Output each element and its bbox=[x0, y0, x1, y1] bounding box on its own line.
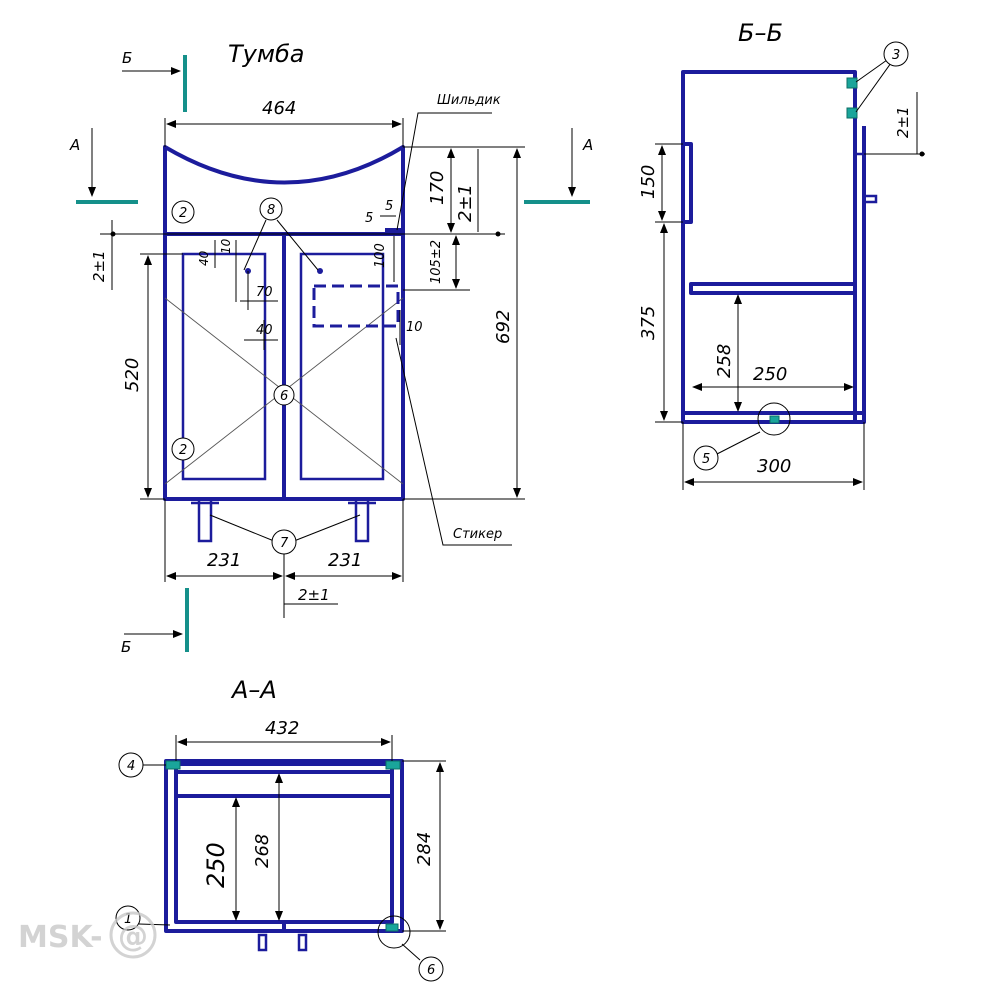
cut-plane-a-right: А bbox=[524, 128, 593, 204]
leg-right bbox=[354, 497, 370, 543]
nameplate bbox=[385, 228, 401, 236]
svg-text:1: 1 bbox=[124, 912, 132, 927]
note-nameplate: Шильдик bbox=[437, 93, 501, 108]
balloon-4: 4 bbox=[118, 752, 166, 778]
balloon-8: 8 bbox=[243, 197, 319, 271]
svg-text:2: 2 bbox=[179, 443, 187, 458]
dim-150: 150 bbox=[638, 165, 659, 199]
right-door-panel bbox=[299, 252, 385, 481]
dim-door-width-left: 231 bbox=[207, 550, 241, 571]
dim-sink-100: 100 bbox=[373, 243, 388, 268]
fastener-bottom bbox=[769, 415, 780, 424]
fastener-upper bbox=[846, 77, 858, 89]
cut-letter-a-right: А bbox=[582, 136, 593, 154]
leg-left bbox=[197, 497, 213, 543]
fastener-plan-right bbox=[385, 760, 401, 770]
svg-text:4: 4 bbox=[127, 759, 135, 774]
dim-top-5b: 5 bbox=[385, 199, 393, 214]
dim-top-5: 5 bbox=[365, 211, 373, 226]
side-door-edge bbox=[681, 142, 693, 224]
sticker-area bbox=[312, 284, 400, 328]
dim-gap-top: 2±1 bbox=[455, 184, 476, 222]
plan-leg-right bbox=[297, 933, 308, 952]
nameplate-side bbox=[862, 194, 878, 204]
plan-leg-left bbox=[257, 933, 268, 952]
balloon-6-plan: 6 bbox=[401, 943, 444, 982]
fastener-plan-left bbox=[165, 760, 181, 770]
dim-door-width-right: 231 bbox=[328, 550, 362, 571]
dim-label-10: 10 bbox=[406, 320, 423, 335]
svg-text:5: 5 bbox=[702, 452, 710, 467]
dim-door-height: 520 bbox=[122, 358, 143, 392]
dim-d268: 268 bbox=[252, 834, 273, 868]
balloon-7: 7 bbox=[209, 514, 361, 555]
dim-w300: 300 bbox=[757, 456, 791, 477]
svg-text:7: 7 bbox=[280, 536, 289, 551]
dim-w432: 432 bbox=[265, 718, 299, 739]
dim-375: 375 bbox=[638, 306, 659, 340]
title-section-b: Б–Б bbox=[738, 19, 783, 47]
cut-plane-b-bottom: Б bbox=[121, 588, 189, 656]
dim-d250: 250 bbox=[202, 842, 230, 888]
cut-plane-b-top: Б bbox=[122, 49, 187, 112]
front-view: Тумба Б Б А А bbox=[69, 40, 593, 656]
svg-text:3: 3 bbox=[892, 48, 900, 63]
balloon-2a: 2 bbox=[171, 200, 195, 224]
balloon-5: 5 bbox=[693, 431, 761, 471]
balloon-2b: 2 bbox=[171, 437, 195, 461]
dim-side-gap: 2±1 bbox=[894, 106, 912, 138]
cut-plane-a-left: А bbox=[69, 128, 138, 204]
dim-gap-bottom: 2±1 bbox=[298, 586, 330, 604]
dim-width-total: 464 bbox=[262, 98, 296, 119]
cut-letter-b-bottom: Б bbox=[121, 638, 131, 656]
dim-handle-40a: 40 bbox=[197, 250, 211, 266]
balloon-3: 3 bbox=[855, 41, 909, 113]
svg-text:6: 6 bbox=[280, 389, 288, 404]
dim-258: 258 bbox=[714, 344, 735, 378]
watermark-text: MSK- bbox=[18, 920, 103, 955]
dim-gap-left: 2±1 bbox=[90, 250, 108, 282]
dim-d284: 284 bbox=[414, 832, 435, 866]
title-section-a: А–А bbox=[230, 676, 277, 704]
cut-letter-b-top: Б bbox=[122, 49, 132, 67]
svg-text:6: 6 bbox=[427, 963, 435, 978]
dim-handle-70: 70 bbox=[256, 285, 273, 300]
fastener-lower bbox=[846, 107, 858, 119]
cut-letter-a-left: А bbox=[69, 136, 80, 154]
section-b-view: Б–Б 150 375 258 250 300 2 bbox=[638, 19, 925, 490]
svg-text:2: 2 bbox=[179, 206, 187, 221]
balloon-6-front: 6 bbox=[273, 384, 295, 406]
dim-w250: 250 bbox=[753, 364, 787, 385]
section-a-view: А–А 432 250 268 284 4 bbox=[115, 676, 446, 982]
dim-height-upper: 170 bbox=[427, 171, 448, 205]
title-main: Тумба bbox=[228, 40, 304, 68]
note-sticker: Стикер bbox=[453, 527, 502, 542]
watermark: MSK- @ bbox=[18, 911, 157, 959]
left-door-panel bbox=[181, 252, 267, 481]
dim-105: 105±2 bbox=[429, 240, 444, 284]
dim-total-height: 692 bbox=[493, 310, 514, 344]
dim-handle-40b: 40 bbox=[256, 323, 273, 338]
watermark-mark: @ bbox=[118, 919, 148, 954]
shelf bbox=[689, 282, 857, 295]
svg-text:8: 8 bbox=[267, 203, 275, 218]
dim-handle-10: 10 bbox=[219, 238, 233, 254]
fastener-plan-corner bbox=[385, 923, 399, 932]
right-handle-dot bbox=[317, 268, 323, 274]
